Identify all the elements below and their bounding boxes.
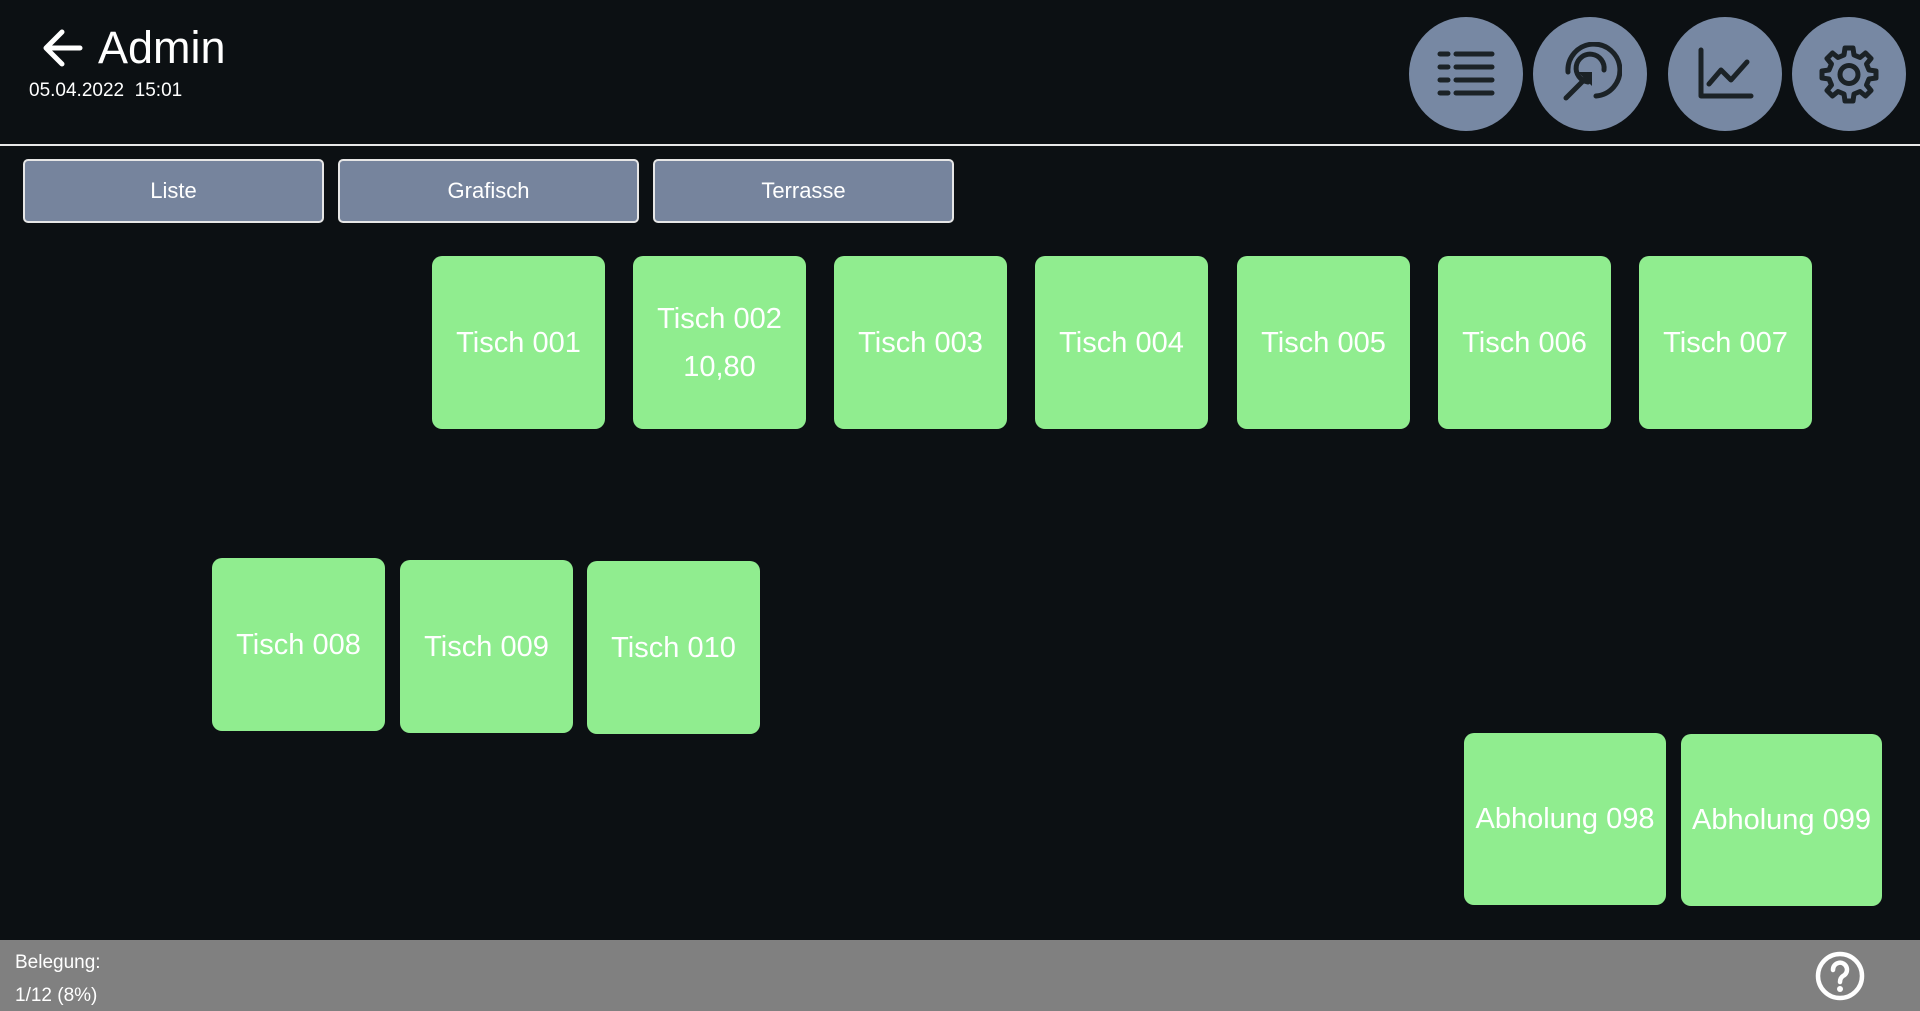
list-view-button[interactable]: [1409, 17, 1523, 131]
table-name: Tisch 006: [1462, 326, 1587, 359]
table-tile[interactable]: Tisch 010: [587, 561, 760, 734]
help-button[interactable]: [1814, 950, 1866, 1002]
table-tile[interactable]: Tisch 001: [432, 256, 605, 429]
table-name: Tisch 009: [424, 630, 549, 663]
current-time: 15:01: [134, 80, 183, 101]
pickup-tile[interactable]: Abholung 099: [1681, 734, 1882, 906]
table-name: Tisch 005: [1261, 326, 1386, 359]
touch-target-icon: [1563, 42, 1622, 101]
arrow-left-icon: [43, 29, 83, 67]
table-tile-occupied[interactable]: Tisch 002 10,80: [633, 256, 806, 429]
table-tile[interactable]: Tisch 003: [834, 256, 1007, 429]
tab-terrasse[interactable]: Terrasse: [653, 159, 954, 223]
gear-icon: [1819, 45, 1879, 104]
table-tile[interactable]: Tisch 009: [400, 560, 573, 733]
table-name: Tisch 002: [657, 302, 782, 335]
occupancy-label: Belegung:: [15, 952, 101, 973]
line-chart-icon: [1698, 47, 1754, 99]
tab-grafisch[interactable]: Grafisch: [338, 159, 639, 223]
table-name: Tisch 003: [858, 326, 983, 359]
settings-button[interactable]: [1792, 17, 1906, 131]
table-tile[interactable]: Tisch 004: [1035, 256, 1208, 429]
table-name: Abholung 098: [1475, 803, 1655, 835]
table-name: Abholung 099: [1692, 804, 1871, 836]
table-tile[interactable]: Tisch 005: [1237, 256, 1410, 429]
table-name: Tisch 008: [236, 628, 361, 661]
status-footer: Belegung: 1/12 (8%): [0, 940, 1920, 1011]
table-tile[interactable]: Tisch 007: [1639, 256, 1812, 429]
list-icon: [1437, 51, 1495, 96]
tab-liste[interactable]: Liste: [23, 159, 324, 223]
table-tile[interactable]: Tisch 008: [212, 558, 385, 731]
current-date: 05.04.2022: [29, 80, 125, 101]
header-toolbar: [1409, 17, 1906, 131]
statistics-button[interactable]: [1668, 17, 1782, 131]
table-name: Tisch 010: [611, 631, 736, 664]
current-datetime: 05.04.2022 15:01: [29, 80, 182, 102]
table-name: Tisch 007: [1663, 326, 1788, 359]
header-bar: Admin 05.04.2022 15:01: [0, 0, 1920, 146]
table-name: Tisch 001: [456, 326, 581, 359]
back-button[interactable]: [38, 24, 86, 72]
touch-select-button[interactable]: [1533, 17, 1647, 131]
help-circle-icon: [1815, 951, 1865, 1001]
pickup-tile[interactable]: Abholung 098: [1464, 733, 1666, 905]
table-tile[interactable]: Tisch 006: [1438, 256, 1611, 429]
page-title: Admin: [98, 22, 226, 73]
table-amount: 10,80: [683, 350, 756, 383]
table-name: Tisch 004: [1059, 326, 1184, 359]
occupancy-value: 1/12 (8%): [15, 985, 98, 1006]
